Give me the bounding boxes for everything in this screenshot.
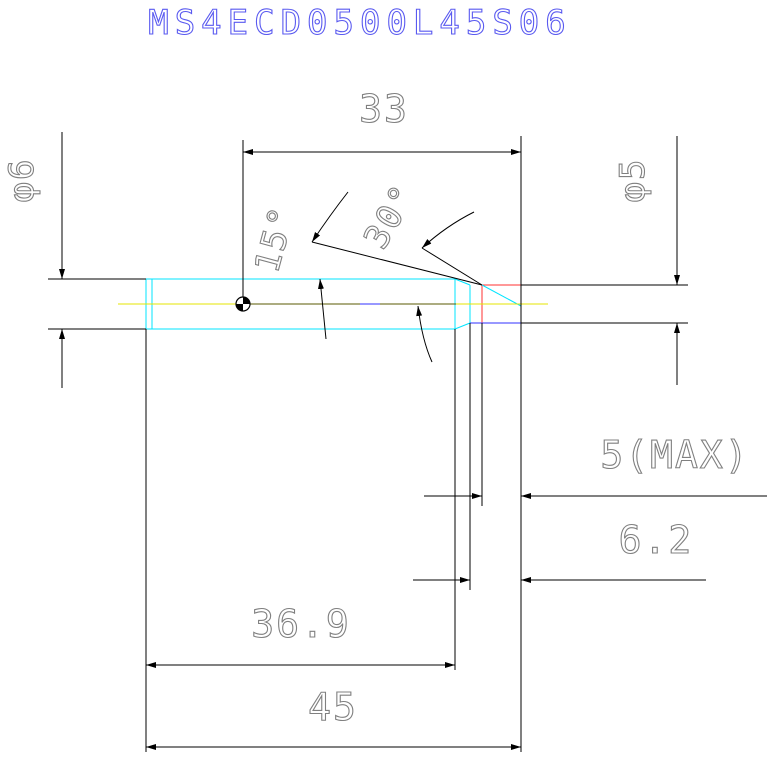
dim-text-36-9: 36.9 (251, 602, 351, 646)
dim-text-6-2: 6.2 (619, 518, 694, 562)
dim-text-33: 33 (359, 87, 409, 131)
dim-text-phi5: φ5 (613, 158, 653, 203)
part-number-title: MS4ECD0500L45S06 (148, 3, 572, 43)
dimension-lines (59, 132, 767, 750)
extension-lines (48, 136, 688, 752)
dim-text-5max: 5(MAX) (600, 433, 749, 477)
angle-text-15: 15° (247, 201, 303, 276)
angle-text-30: 30° (356, 177, 424, 255)
dim-text-phi6: φ6 (2, 158, 42, 203)
dim-text-45: 45 (308, 685, 358, 729)
datum-symbol (235, 296, 251, 312)
angle-leaders (311, 191, 483, 363)
